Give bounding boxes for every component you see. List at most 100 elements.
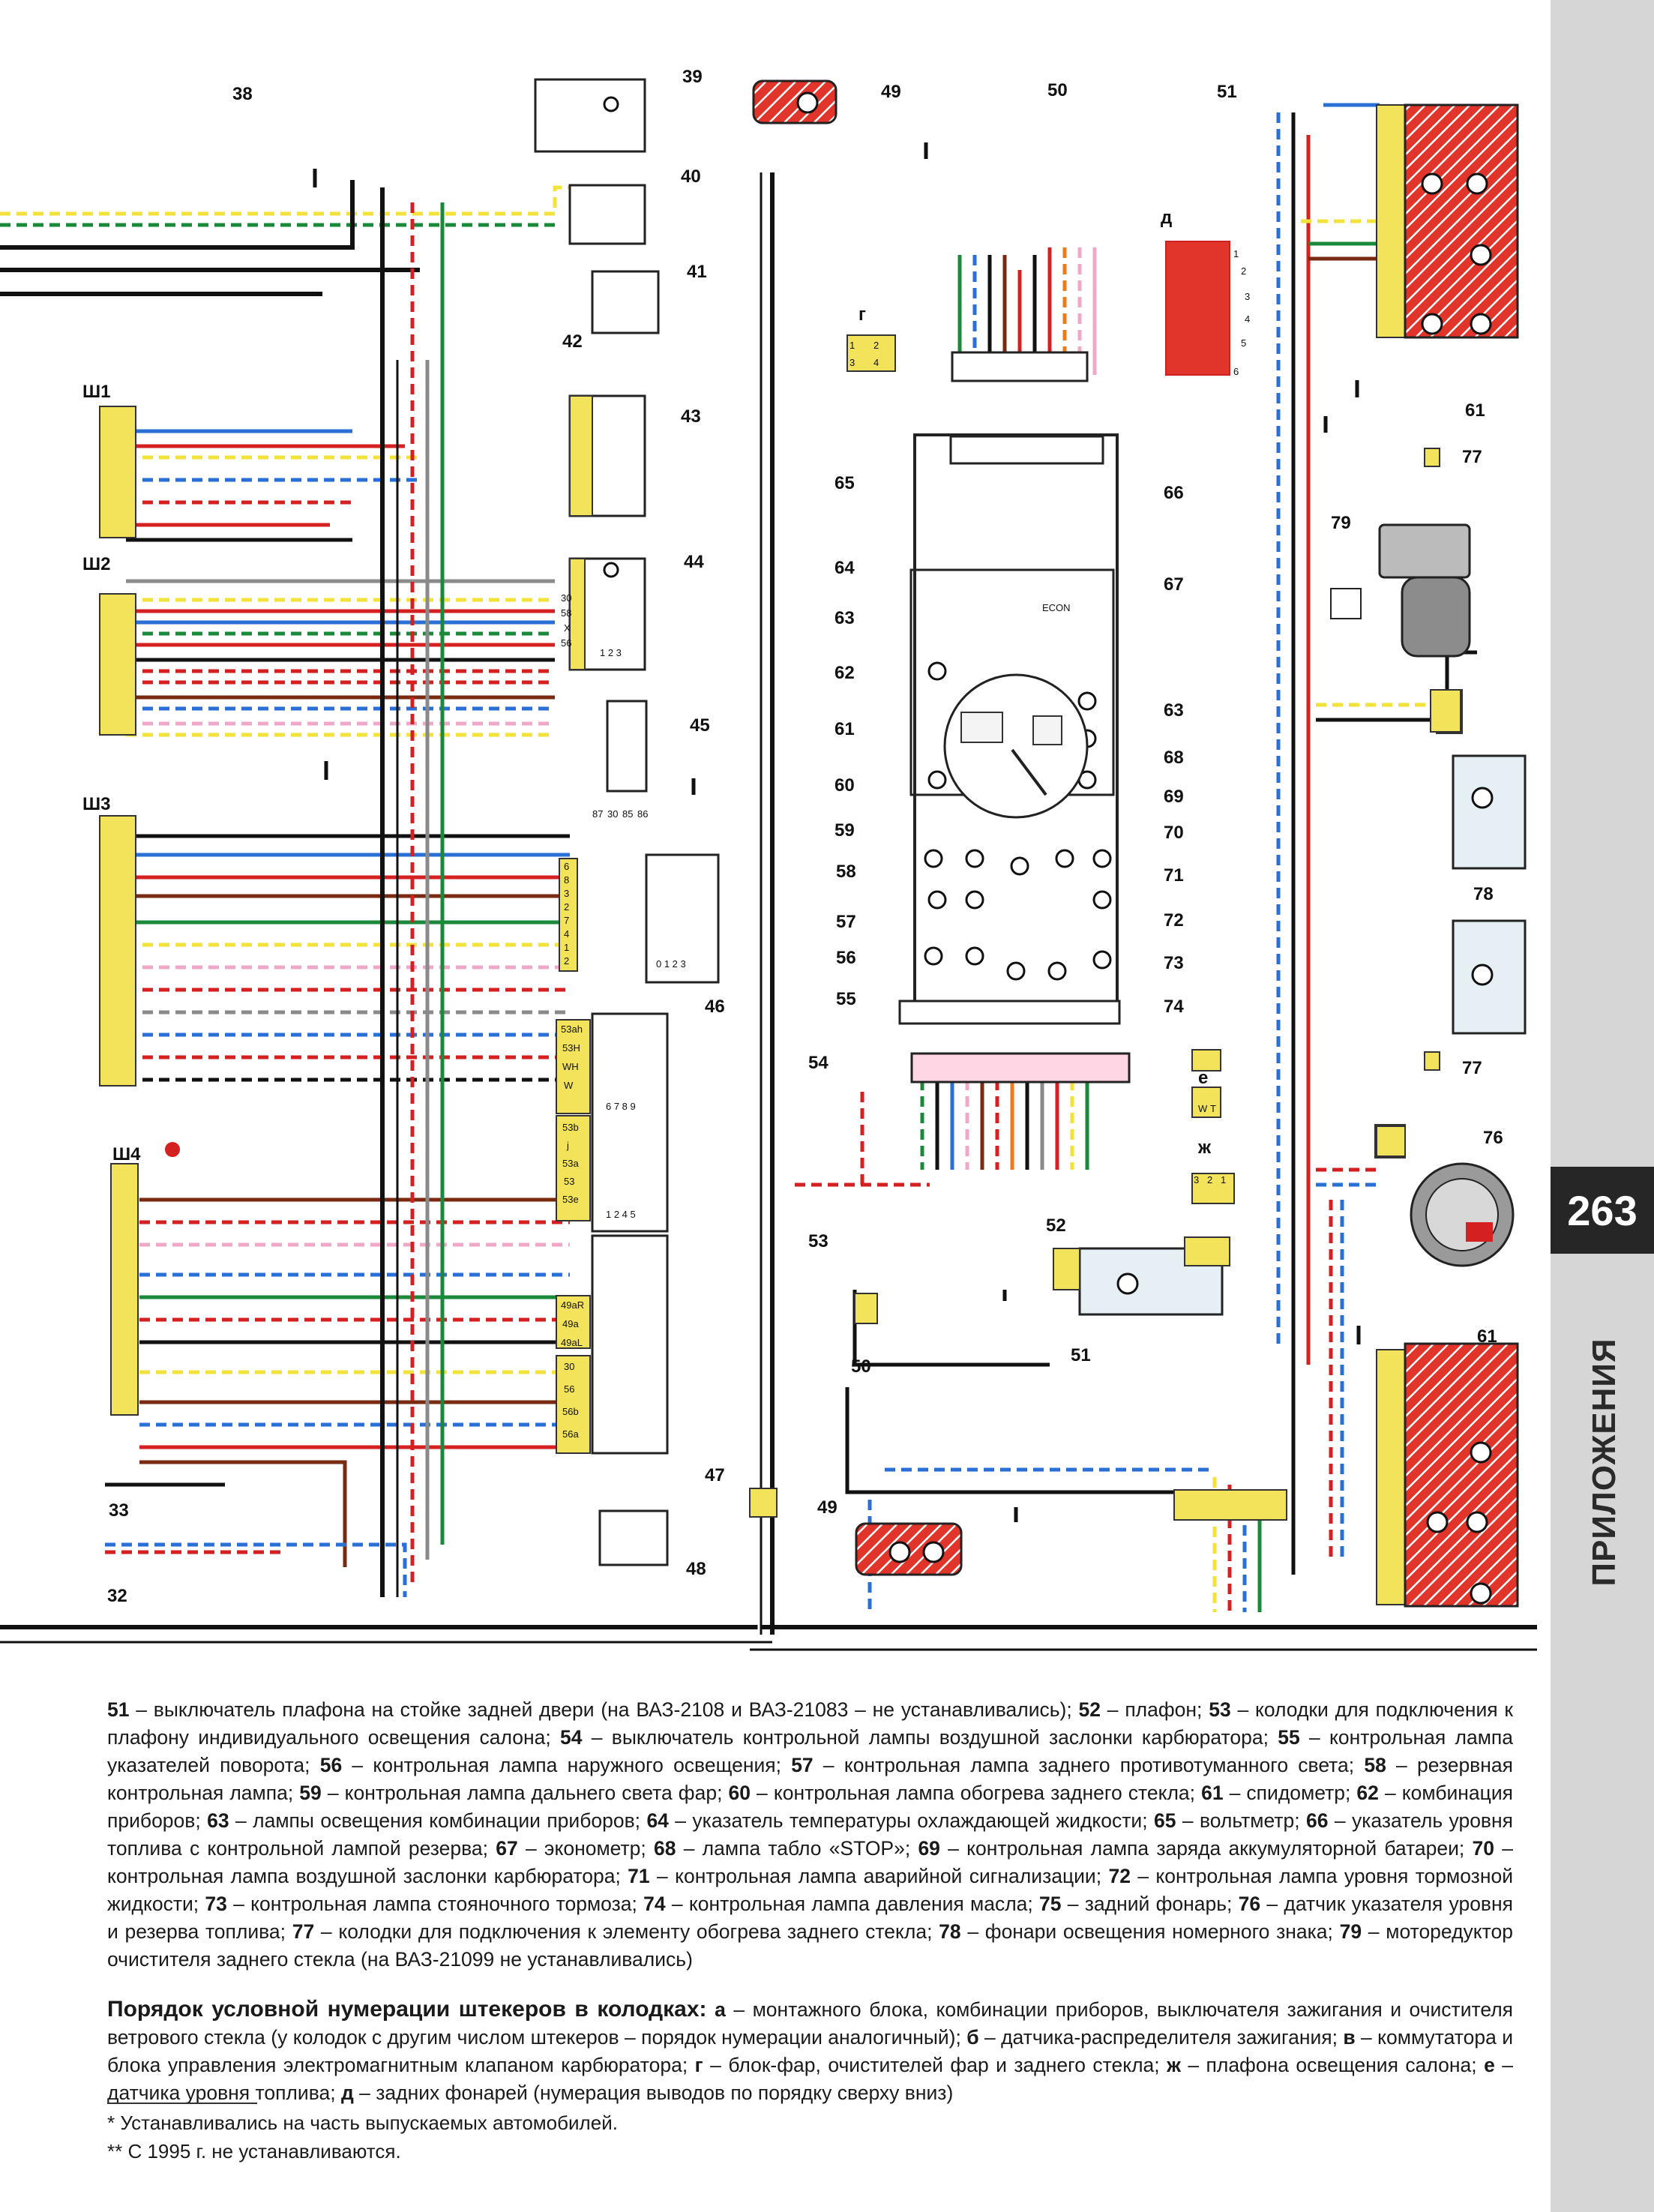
legend-item-text: – контрольная лампа воздушной заслонки к… [107,1837,1513,1887]
lamp-pin-3: 3 [1194,1174,1199,1185]
component-number-66: 66 [1164,483,1184,503]
svg-text:56: 56 [564,1383,574,1395]
component-number-47: 47 [705,1465,725,1485]
footnotes: * Устанавливались на часть выпускаемых а… [107,2103,857,2166]
legend-item-number: 53 [1209,1698,1231,1721]
harness-connector-sh3: Ш3 [82,794,136,1087]
legend-item-number: 75 [1039,1893,1062,1915]
svg-text:56: 56 [561,637,571,649]
svg-text:30: 30 [561,592,571,604]
component-number-40: 40 [681,166,701,187]
legend-item-number: 62 [1356,1782,1379,1804]
lamp-49-bottom: 49 [817,1497,963,1576]
component-number-42: 42 [562,331,583,352]
svg-text:6: 6 [564,861,569,872]
legend-item-number: 54 [560,1726,583,1749]
svg-text:3: 3 [1245,291,1250,302]
svg-text:X: X [564,622,571,634]
legend-item-text: – контрольная лампа уровня тормозной жид… [107,1865,1514,1915]
legend-item-number: 69 [918,1837,940,1860]
component-number-54: 54 [808,1053,828,1073]
svg-text:2: 2 [564,955,569,967]
component-number-73: 73 [1164,953,1184,973]
order-item-text: – задних фонарей (нумерация выводов по п… [353,2081,954,2104]
svg-text:1: 1 [564,942,569,953]
svg-text:5: 5 [1241,337,1246,349]
component-number-56: 56 [836,948,856,968]
svg-text:6 7 8 9: 6 7 8 9 [606,1101,636,1112]
component-number-78: 78 [1473,884,1494,904]
legend-item-text: – контрольная лампа давления масла; [665,1893,1040,1915]
switch-44-pins: 30 58 X 56 1 2 3 [561,592,622,658]
component-number-74: 74 [1164,997,1184,1017]
legend-item-text: – колодки для подключения к элементу обо… [314,1920,939,1943]
lamp-pin-1: 1 [1221,1174,1226,1185]
legend-item-text: – комбинация приборов; [107,1782,1513,1832]
legend-item-number: 52 [1078,1698,1101,1721]
svg-text:3: 3 [849,357,855,368]
svg-text:30: 30 [564,1361,574,1372]
component-number-59: 59 [834,820,855,841]
legend-item-text: – контрольная лампа дальнего света фар; [321,1782,729,1804]
rear-lamp-connector-d: д [1161,208,1230,376]
legend-item-number: 65 [1154,1809,1176,1832]
order-item-text: – монтажного блока, комбинации приборов,… [107,1998,1514,2049]
legend-item-number: 78 [939,1920,961,1943]
legend-item-number: 73 [205,1893,227,1915]
legend-item-text: – контрольная лампа заряда аккумуляторно… [939,1837,1473,1860]
legend-item-text: – колодки для подключения к плафону инди… [107,1698,1513,1749]
svg-text:56a: 56a [562,1428,579,1440]
legend-item-number: 61 [1201,1782,1224,1804]
block-letter-d: д [1161,208,1172,228]
legend-item-number: 56 [319,1754,343,1776]
order-item-text: – датчика-распределителя зажигания; [978,2025,1344,2049]
legend-item-text: – спидометр; [1223,1782,1357,1804]
footnote-1: * Устанавливались на часть выпускаемых а… [107,2112,618,2134]
switch-46-pins: 6 8 3 2 7 4 1 2 0 1 2 3 [564,861,686,970]
svg-text:4: 4 [564,928,569,940]
svg-text:30: 30 [607,808,618,820]
block-letter-e: е [1198,1068,1208,1088]
svg-text:87: 87 [592,808,603,820]
wiring-diagram: Ш1 Ш2 Ш3 Ш4 [0,67,1537,1651]
order-item-key: г [694,2053,703,2076]
legend-item-text: – указатель температуры охлаждающей жидк… [668,1809,1154,1832]
legend-item-text: – фонари освещения номерного знака; [960,1920,1340,1943]
relay-45-pins: 87 30 85 86 [592,808,648,820]
cluster-misc-labels: ECON W T 3 2 1 1 2 3 4 1 2 3 4 5 6 [849,248,1250,1185]
component-number-79: 79 [1331,513,1351,533]
component-number-75b: 61 [1477,1326,1497,1347]
svg-text:53ah: 53ah [561,1024,583,1035]
harness-label-sh1: Ш1 [82,382,110,402]
order-item-text: – плафона освещения салона; [1180,2053,1485,2076]
component-number-60: 60 [834,775,855,796]
legend-item-text: – выключатель контрольной лампы воздушно… [582,1726,1278,1749]
svg-text:2: 2 [873,340,879,351]
legend-item-number: 67 [496,1837,518,1860]
legend-item-text: – контрольная лампа аварийной сигнализац… [649,1865,1109,1887]
svg-text:1: 1 [849,340,855,351]
legend-item-number: 51 [107,1698,130,1721]
legend-item-number: 68 [654,1837,676,1860]
svg-text:4: 4 [1245,313,1250,325]
order-heading: Порядок условной нумерации штекеров в ко… [107,1996,707,2022]
svg-text:1: 1 [1233,248,1239,259]
svg-text:WH: WH [562,1061,579,1072]
legend-item-number: 64 [646,1809,669,1832]
harness-connector-sh2: Ш2 [82,554,136,736]
svg-text:53: 53 [564,1176,574,1187]
footnote-rule [107,2103,257,2104]
legend-item-number: 74 [643,1893,666,1915]
svg-text:8: 8 [564,874,569,886]
harness-label-sh2: Ш2 [82,554,110,574]
svg-text:53H: 53H [562,1042,580,1054]
lamp-49-top: 49 [752,79,901,124]
svg-text:0 1 2 3: 0 1 2 3 [656,958,686,970]
order-item-key: в [1343,2025,1356,2049]
order-item-text: – коммутатора и блока управления электро… [107,2025,1513,2076]
component-number-62: 62 [834,663,855,683]
component-number-51a: 51 [1217,82,1237,102]
legend-item-number: 79 [1339,1920,1362,1943]
legend-item-number: 71 [628,1865,650,1887]
component-number-68: 68 [1164,748,1184,768]
